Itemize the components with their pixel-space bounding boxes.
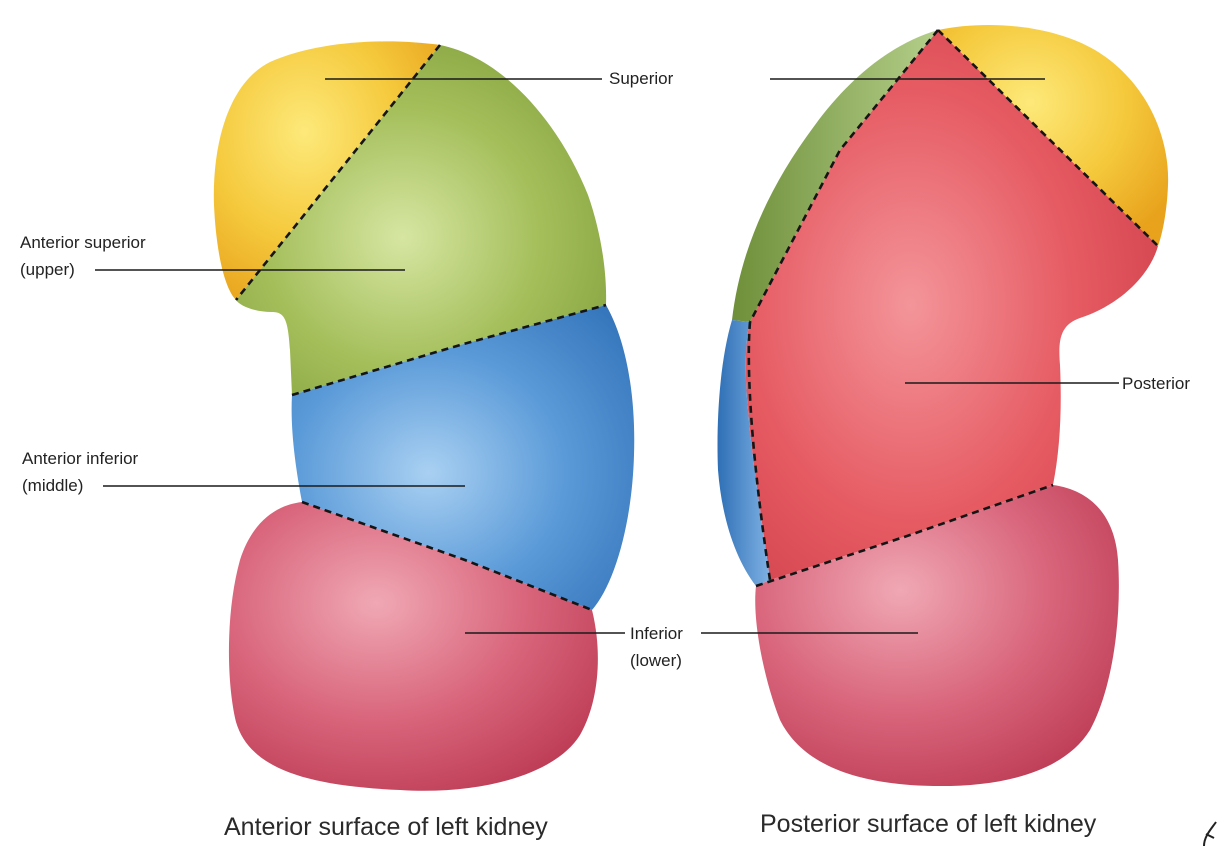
label-anterior-superior-line1: Anterior superior [20, 233, 146, 252]
label-inferior-line2: (lower) [630, 651, 682, 670]
label-anterior-superior-line2: (upper) [20, 260, 75, 279]
artist-mark-icon [1204, 822, 1216, 846]
label-inferior-line1: Inferior [630, 624, 683, 643]
anterior-kidney [214, 41, 634, 790]
label-posterior: Posterior [1122, 374, 1190, 393]
caption-anterior-surface: Anterior surface of left kidney [224, 813, 548, 841]
label-superior: Superior [609, 69, 674, 88]
label-anterior-inferior-line2: (middle) [22, 476, 83, 495]
caption-posterior-surface: Posterior surface of left kidney [760, 810, 1097, 838]
posterior-kidney [718, 25, 1169, 786]
label-anterior-inferior-line1: Anterior inferior [22, 449, 139, 468]
